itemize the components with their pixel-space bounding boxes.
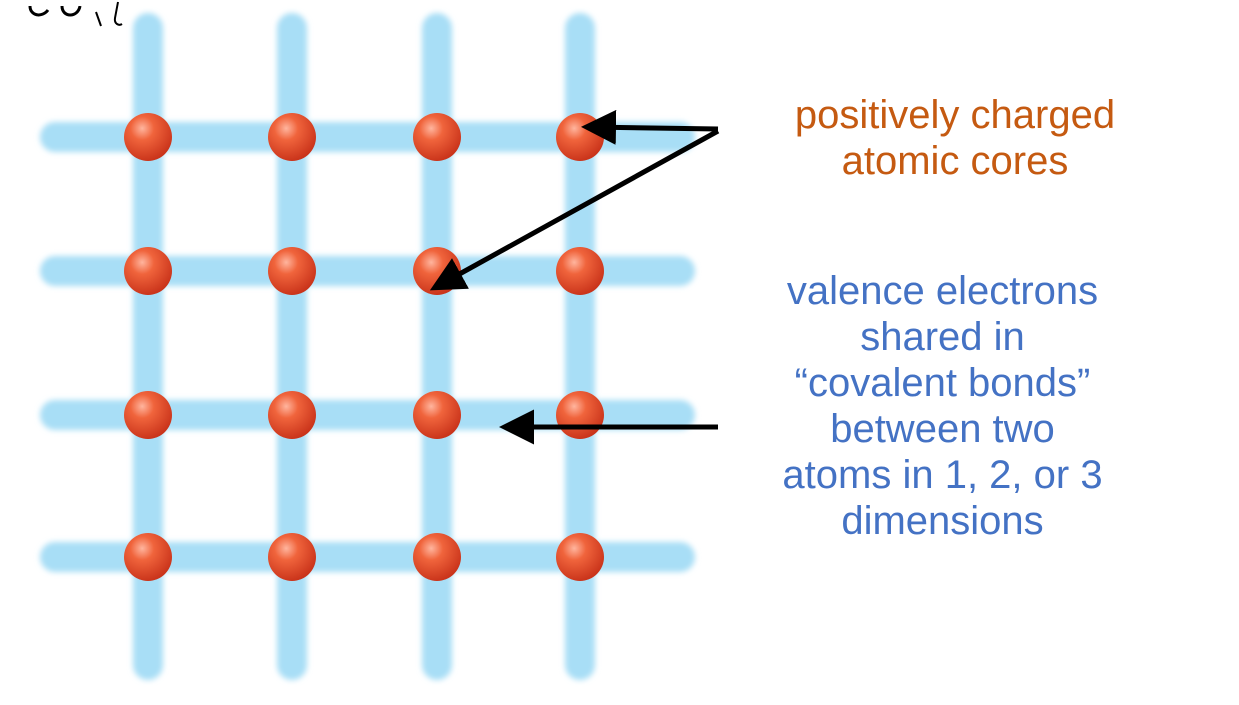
arrow-to-core-inner [429,128,720,291]
cores-line-2: atomic cores [841,139,1069,183]
atomic-core [268,247,316,295]
cropped-edge-mark-top [95,11,103,27]
atomic-core [268,533,316,581]
electrons-line-2: shared in [860,315,1025,359]
atomic-core [413,391,461,439]
atomic-core [124,391,172,439]
atomic-core [413,113,461,161]
cropped-edge-mark-bottom [113,1,123,26]
cores-line-1: positively charged [794,93,1116,137]
arrow-to-core-top-right [581,109,719,145]
atomic-core [413,533,461,581]
electrons-line-5: atoms in 1, 2, or 3 [782,453,1103,497]
atomic-core [556,391,604,439]
atomic-core [556,533,604,581]
electrons-line-3: “covalent bonds” [794,361,1091,405]
atomic-core [268,391,316,439]
electrons-line-1: valence electrons [786,269,1099,313]
atomic-core [556,113,604,161]
cropped-text-fragment [28,5,82,17]
atomic-core [124,533,172,581]
atomic-core [556,247,604,295]
electrons-line-6: dimensions [841,499,1044,543]
atomic-core-layer [124,113,604,581]
atomic-core [124,247,172,295]
atomic-core [124,113,172,161]
electrons-line-4: between two [830,407,1055,451]
atomic-core [268,113,316,161]
